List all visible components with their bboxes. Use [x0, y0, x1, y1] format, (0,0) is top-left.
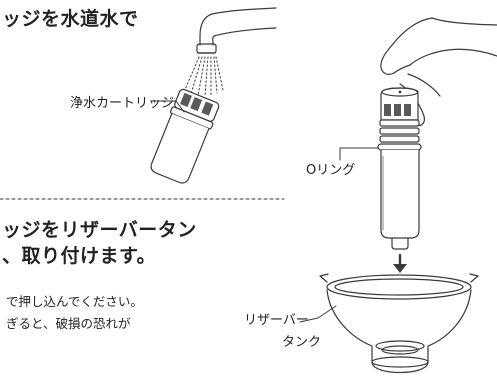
cartridge-label: 浄水カートリッジ	[70, 96, 175, 111]
step2-note-line2: ぎると、破損の恐れが	[6, 316, 131, 331]
cartridge-tilted-icon	[150, 88, 220, 184]
arrow-down-icon	[393, 253, 407, 273]
step1-heading: ッジを水道水で	[2, 8, 139, 30]
faucet-icon	[196, 7, 277, 54]
step2-note-line1: で押し込んでください。	[6, 294, 143, 309]
water-spray-icon	[183, 56, 224, 97]
step2-heading-line2: 、取り付けます。	[2, 245, 157, 267]
cartridge-upright-icon	[377, 87, 422, 250]
step2-heading-line1: ッジをリザーバータン	[2, 219, 197, 241]
reservoir-label-line1: リザーバー	[244, 313, 309, 328]
oring-label: Oリング	[306, 163, 356, 178]
reservoir-tank-icon	[319, 273, 479, 374]
reservoir-label-line2: タンク	[282, 335, 322, 350]
